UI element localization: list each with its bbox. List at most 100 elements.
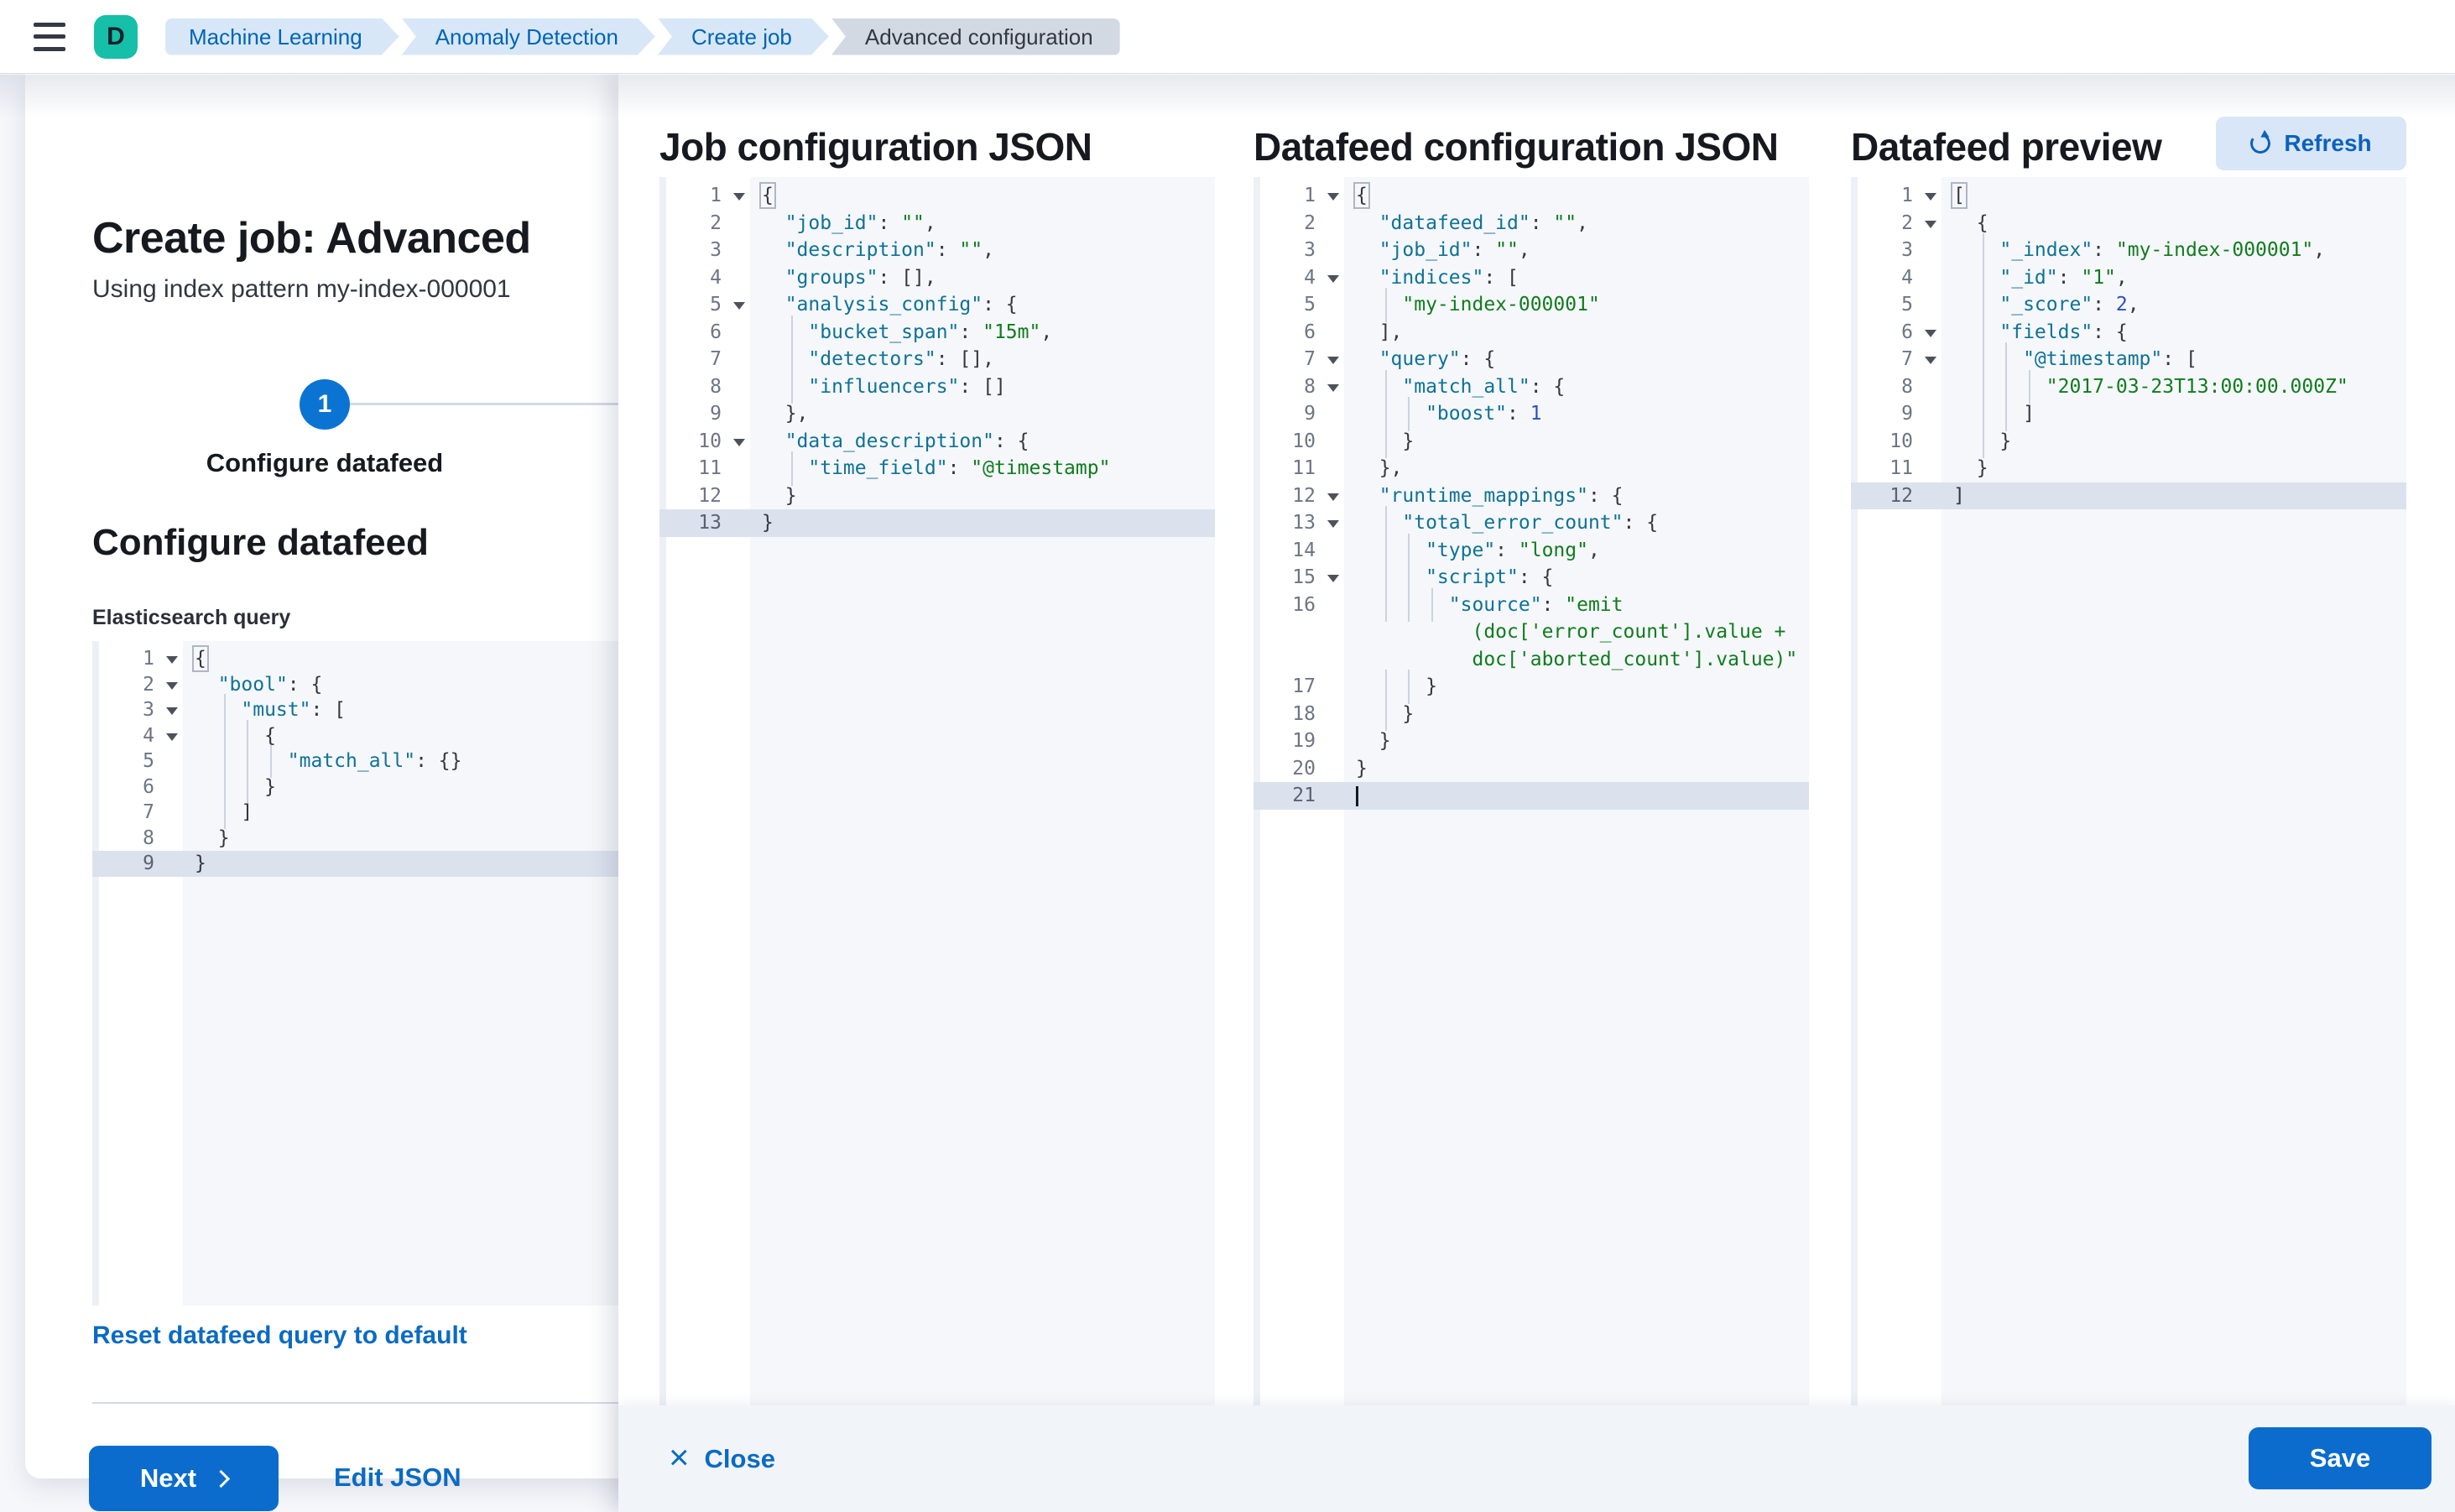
edit-json-link[interactable]: Edit JSON — [334, 1462, 461, 1493]
datafeed-preview-title: Datafeed preview — [1851, 124, 2161, 169]
step-1-indicator[interactable]: 1 — [300, 379, 350, 430]
editor-line: 6 "bucket_span": "15m", — [659, 319, 1215, 347]
editor-line: 12] — [1851, 482, 2406, 510]
editor-line: 13 "total_error_count": { — [1254, 509, 1809, 537]
refresh-button[interactable]: Refresh — [2216, 117, 2406, 170]
editor-line: 1{ — [1254, 182, 1809, 210]
step-progress-line — [325, 403, 665, 405]
elasticsearch-query-editor[interactable]: 1{2 "bool": {3 "must": [4 {5 "match_all"… — [92, 641, 644, 1306]
fold-arrow-icon[interactable] — [166, 656, 178, 664]
fold-arrow-icon[interactable] — [1327, 575, 1339, 582]
reset-datafeed-query-link[interactable]: Reset datafeed query to default — [92, 1322, 467, 1350]
editor-line: 4 "_id": "1", — [1851, 264, 2406, 292]
editor-line: 5 "match_all": {} — [92, 748, 644, 774]
editor-line: 8 "influencers": [] — [659, 373, 1215, 401]
text-cursor — [1356, 786, 1358, 806]
fold-arrow-icon[interactable] — [1327, 384, 1339, 392]
editor-line: 11 "time_field": "@timestamp" — [659, 455, 1215, 482]
fold-arrow-icon[interactable] — [1327, 275, 1339, 283]
editor-line: 7 "query": { — [1254, 346, 1809, 373]
editor-line: 3 "_index": "my-index-000001", — [1851, 237, 2406, 264]
fold-arrow-icon[interactable] — [1327, 357, 1339, 364]
editor-line: 11 } — [1851, 455, 2406, 482]
editor-line: 11 }, — [1254, 455, 1809, 482]
editor-line: 4 "groups": [], — [659, 264, 1215, 292]
top-navigation-bar: D Machine Learning Anomaly Detection Cre… — [0, 0, 2455, 74]
editor-line: 6 "fields": { — [1851, 319, 2406, 347]
editor-line: 17 } — [1254, 673, 1809, 701]
editor-line: 7 "@timestamp": [ — [1851, 346, 2406, 373]
datafeed-preview-editor[interactable]: 1[2 {3 "_index": "my-index-000001",4 "_i… — [1851, 177, 2406, 1405]
space-avatar[interactable]: D — [94, 15, 138, 59]
next-button-label: Next — [140, 1463, 196, 1494]
editor-line: 1{ — [92, 646, 644, 672]
refresh-icon — [2249, 132, 2272, 155]
create-job-wizard-panel: Create job: Advanced Using index pattern… — [25, 74, 639, 1478]
save-button[interactable]: Save — [2249, 1427, 2432, 1489]
breadcrumb: Machine Learning Anomaly Detection Creat… — [163, 18, 1120, 55]
menu-icon[interactable] — [34, 23, 65, 51]
breadcrumb-machine-learning[interactable]: Machine Learning — [165, 18, 399, 55]
fold-arrow-icon[interactable] — [1925, 330, 1936, 337]
fold-arrow-icon[interactable] — [166, 707, 178, 715]
editor-line: 8 } — [92, 826, 644, 852]
editor-line: 3 "description": "", — [659, 237, 1215, 264]
editor-line: doc['aborted_count'].value)" — [1254, 646, 1809, 674]
editor-line: 21 — [1254, 782, 1809, 810]
editor-line: 4 { — [92, 723, 644, 749]
fold-arrow-icon[interactable] — [1925, 357, 1936, 364]
fold-arrow-icon[interactable] — [166, 682, 178, 690]
next-button[interactable]: Next — [89, 1446, 279, 1511]
breadcrumb-create-job[interactable]: Create job — [658, 18, 829, 55]
editor-line: 2 "datafeed_id": "", — [1254, 210, 1809, 237]
editor-line: 12 "runtime_mappings": { — [1254, 482, 1809, 510]
editor-line: 6 ], — [1254, 319, 1809, 347]
editor-line: 15 "script": { — [1254, 564, 1809, 592]
section-heading: Configure datafeed — [92, 522, 429, 564]
close-icon: × — [669, 1440, 690, 1475]
editor-line: 9 "boost": 1 — [1254, 400, 1809, 428]
editor-line: 9 }, — [659, 400, 1215, 428]
editor-line: 3 "job_id": "", — [1254, 237, 1809, 264]
editor-line: 5 "_score": 2, — [1851, 291, 2406, 319]
editor-line: 5 "my-index-000001" — [1254, 291, 1809, 319]
refresh-button-label: Refresh — [2284, 130, 2371, 157]
editor-line: 16 "source": "emit — [1254, 592, 1809, 619]
fold-arrow-icon[interactable] — [1925, 193, 1936, 201]
fold-arrow-icon[interactable] — [733, 193, 745, 201]
index-pattern-subtitle: Using index pattern my-index-000001 — [92, 275, 511, 304]
editor-line: (doc['error_count'].value + — [1254, 618, 1809, 646]
fold-arrow-icon[interactable] — [1327, 493, 1339, 501]
fold-arrow-icon[interactable] — [1925, 221, 1936, 228]
fold-arrow-icon[interactable] — [1327, 193, 1339, 201]
job-config-json-editor[interactable]: 1{2 "job_id": "",3 "description": "",4 "… — [659, 177, 1215, 1405]
editor-line: 2 "job_id": "", — [659, 210, 1215, 237]
flyout-footer: × Close Save — [618, 1405, 2455, 1512]
close-button[interactable]: × Close — [669, 1443, 775, 1475]
close-button-label: Close — [705, 1444, 775, 1474]
elasticsearch-query-label: Elasticsearch query — [92, 606, 290, 630]
fold-arrow-icon[interactable] — [733, 302, 745, 310]
editor-line: 8 "match_all": { — [1254, 373, 1809, 401]
editor-line: 10 } — [1254, 428, 1809, 456]
editor-line: 20} — [1254, 755, 1809, 783]
breadcrumb-anomaly-detection[interactable]: Anomaly Detection — [402, 18, 655, 55]
editor-line: 3 "must": [ — [92, 697, 644, 723]
fold-arrow-icon[interactable] — [1327, 520, 1339, 528]
chevron-right-icon — [212, 1470, 230, 1488]
editor-line: 19 } — [1254, 727, 1809, 755]
datafeed-config-title: Datafeed configuration JSON — [1254, 124, 1778, 169]
editor-line: 2 "bool": { — [92, 672, 644, 698]
fold-arrow-icon[interactable] — [166, 733, 178, 741]
datafeed-config-json-editor[interactable]: 1{2 "datafeed_id": "",3 "job_id": "",4 "… — [1254, 177, 1809, 1405]
editor-line: 2 { — [1851, 210, 2406, 237]
fold-arrow-icon[interactable] — [733, 439, 745, 446]
editor-line: 6 } — [92, 774, 644, 800]
editor-line: 9} — [92, 851, 644, 877]
page-title: Create job: Advanced — [92, 213, 531, 263]
edit-json-flyout: Job configuration JSON Datafeed configur… — [618, 74, 2455, 1512]
editor-line: 13} — [659, 509, 1215, 537]
job-config-title: Job configuration JSON — [659, 124, 1092, 169]
editor-line: 1{ — [659, 182, 1215, 210]
editor-line: 18 } — [1254, 701, 1809, 728]
